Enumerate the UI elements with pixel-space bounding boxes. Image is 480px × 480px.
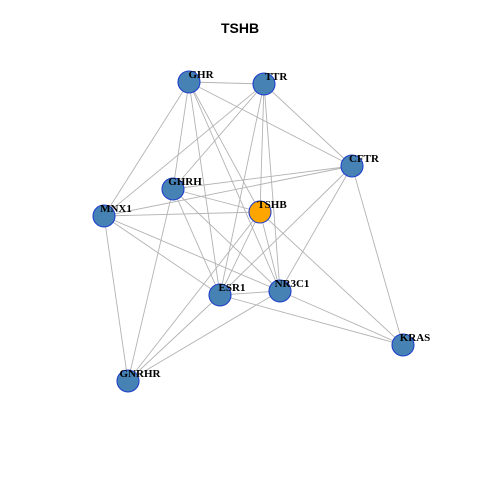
edge-cftr-esr1 xyxy=(219,165,353,296)
node-label-ghr: GHR xyxy=(188,69,214,81)
node-label-mnx1: MNX1 xyxy=(100,203,132,215)
node-circle-nr3c1 xyxy=(268,279,292,303)
node-nr3c1: NR3C1 xyxy=(268,278,310,303)
edge-ghr-ghrh xyxy=(172,81,190,190)
edge-ttr-nr3c1 xyxy=(263,83,281,292)
node-label-nr3c1: NR3C1 xyxy=(275,278,310,290)
edge-ghrh-nr3c1 xyxy=(172,188,281,292)
node-label-kras: KRAS xyxy=(400,332,431,344)
node-circle-tshb xyxy=(248,200,272,224)
node-ghr: GHR xyxy=(177,69,215,94)
node-circle-mnx1 xyxy=(92,204,116,228)
node-ttr: TTR xyxy=(252,71,289,96)
edge-esr1-gnrhr xyxy=(127,294,221,382)
edge-ghrh-esr1 xyxy=(172,188,221,296)
node-circle-esr1 xyxy=(208,283,232,307)
edge-mnx1-tshb xyxy=(103,211,261,217)
figure-title: TSHB xyxy=(220,20,260,36)
node-tshb: TSHB xyxy=(248,199,287,224)
edge-ttr-cftr xyxy=(263,83,353,167)
edge-tshb-kras xyxy=(259,211,404,346)
edge-ghrh-tshb xyxy=(172,188,261,213)
edge-mnx1-gnrhr xyxy=(103,215,129,382)
node-label-ghrh: GHRH xyxy=(168,176,202,188)
node-label-ttr: TTR xyxy=(265,71,289,83)
node-label-gnrhr: GNRHR xyxy=(120,368,162,380)
edge-ghrh-gnrhr xyxy=(127,188,174,382)
node-mnx1: MNX1 xyxy=(92,203,132,228)
edge-cftr-nr3c1 xyxy=(279,165,353,292)
node-label-cftr: CFTR xyxy=(349,153,380,165)
edge-ttr-ghrh xyxy=(172,83,265,190)
edge-tshb-gnrhr xyxy=(127,211,261,382)
edge-tshb-esr1 xyxy=(219,211,261,296)
edge-tshb-nr3c1 xyxy=(259,211,281,292)
edge-mnx1-esr1 xyxy=(103,215,221,296)
node-esr1: ESR1 xyxy=(208,282,246,307)
edge-nr3c1-gnrhr xyxy=(127,290,281,382)
node-circle-kras xyxy=(391,333,415,357)
edge-mnx1-nr3c1 xyxy=(103,215,281,292)
edge-ghr-ttr xyxy=(188,81,265,85)
edge-cftr-ghrh xyxy=(172,165,353,190)
edge-ghr-mnx1 xyxy=(103,81,190,217)
edge-ghr-tshb xyxy=(188,81,261,213)
edge-ghr-esr1 xyxy=(188,81,221,296)
edge-ttr-mnx1 xyxy=(103,83,265,217)
node-gnrhr: GNRHR xyxy=(116,368,162,393)
node-label-tshb: TSHB xyxy=(257,199,287,211)
edge-ghr-nr3c1 xyxy=(188,81,281,292)
edge-nr3c1-kras xyxy=(279,290,404,346)
node-circle-ghrh xyxy=(161,177,185,201)
node-kras: KRAS xyxy=(391,332,431,357)
edge-cftr-mnx1 xyxy=(103,165,353,217)
node-circle-gnrhr xyxy=(116,369,140,393)
node-circle-cftr xyxy=(340,154,364,178)
edge-layer xyxy=(103,81,404,382)
edge-cftr-kras xyxy=(351,165,404,346)
node-circle-ghr xyxy=(177,70,201,94)
node-ghrh: GHRH xyxy=(161,176,202,201)
edge-esr1-kras xyxy=(219,294,404,346)
node-cftr: CFTR xyxy=(340,153,380,178)
node-circle-ttr xyxy=(252,72,276,96)
edge-ghr-cftr xyxy=(188,81,353,167)
edge-ttr-tshb xyxy=(259,83,265,213)
edge-ttr-esr1 xyxy=(219,83,265,296)
node-label-esr1: ESR1 xyxy=(219,282,246,294)
